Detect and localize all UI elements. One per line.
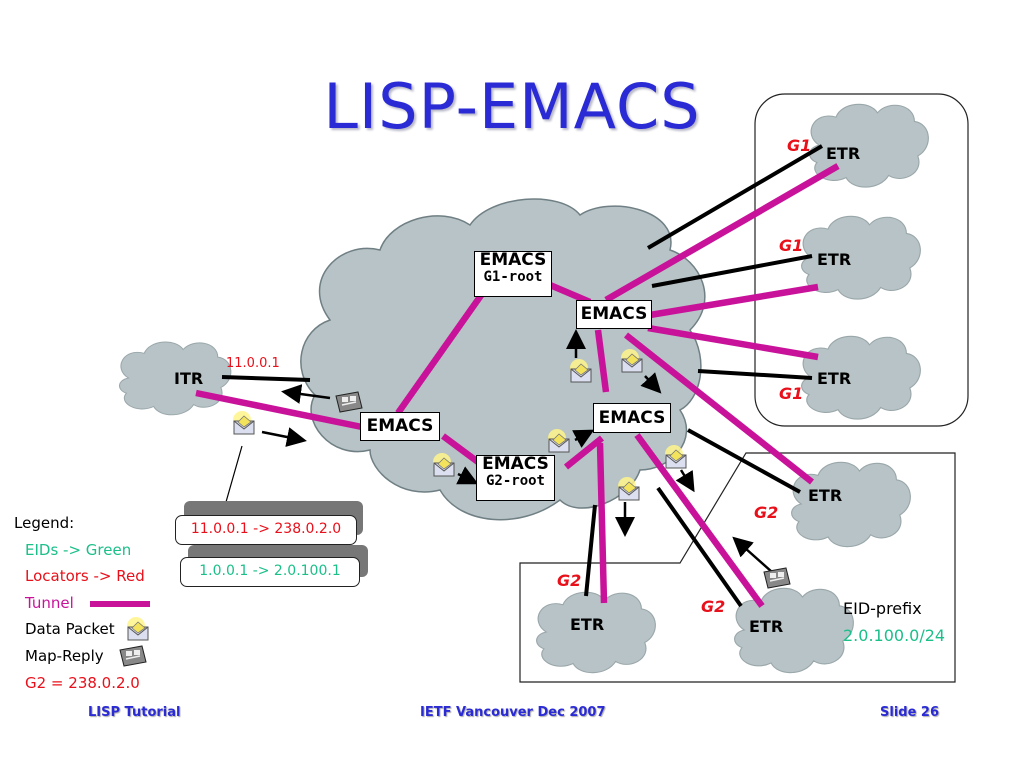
etr-g1-2-group: G1 <box>779 236 804 255</box>
tunnel-upper-etr-g1-3 <box>647 324 819 361</box>
legend-map-reply: Map-Reply <box>25 647 104 665</box>
itr-label: ITR <box>174 369 204 388</box>
legend-tunnel: Tunnel <box>25 594 74 612</box>
emacs-upper-right: EMACS <box>576 300 652 329</box>
link-itr-core <box>221 375 311 382</box>
newspaper-icon <box>335 391 363 413</box>
arrow-packet-from-itr <box>261 427 307 447</box>
arrow-packet-right <box>640 372 662 394</box>
tunnel-emacs-left-g2root <box>441 433 480 465</box>
link-core-etr-g1-1 <box>646 144 824 250</box>
emacs-left: EMACS <box>360 412 440 441</box>
tunnel-itr-emacs-left <box>195 389 363 431</box>
emacs-g1-root-sublabel: G1-root <box>483 268 543 285</box>
footer-center: IETF Vancouver Dec 2007 <box>420 705 606 720</box>
link-core-etr-g2-2 <box>584 504 597 597</box>
tunnels <box>195 163 840 608</box>
arrow-packet-down-right <box>675 469 695 493</box>
envelope-icon <box>232 410 255 435</box>
etr-g1-3-group: G1 <box>779 384 804 403</box>
tunnel-upper-etr-g2-1 <box>623 332 815 485</box>
emacs-g1-root-label: EMACS <box>479 250 547 270</box>
arrow-packet-to-center <box>572 429 595 448</box>
tunnel-upper-etr-g1-1 <box>604 163 840 303</box>
legend-title: Legend: <box>14 514 75 532</box>
packet-arrows <box>261 329 773 573</box>
emacs-g1-root: EMACS G1-root <box>474 251 552 297</box>
tunnel-center-etr-g2-3 <box>634 433 765 608</box>
tunnel-g1root-upper <box>548 282 592 305</box>
etr-g1-3-label: ETR <box>817 369 852 388</box>
g2-site-boundary <box>519 452 956 683</box>
etr-g2-1-label: ETR <box>808 486 843 505</box>
tunnel-upper-center <box>594 329 610 393</box>
emacs-center: EMACS <box>593 403 671 433</box>
etr-g2-2-group: G2 <box>557 571 582 590</box>
arrow-map-reply-from-etr <box>732 536 773 573</box>
legend-data-packet: Data Packet <box>25 620 115 638</box>
arrow-packet-to-g2root <box>456 466 479 485</box>
footer-right: Slide 26 <box>880 705 940 720</box>
newspaper-icon <box>119 645 147 667</box>
etr-g2-1-group: G2 <box>754 503 779 522</box>
emacs-g2-root-label: EMACS <box>482 454 549 474</box>
link-core-etr-g2-1 <box>687 428 801 494</box>
tunnel-g2root-center <box>563 435 605 470</box>
tunnel-emacs-left-g1root <box>395 292 485 415</box>
slide-title: LISP-EMACS <box>323 70 701 143</box>
etr-g1-1-group: G1 <box>787 136 812 155</box>
envelope-icon <box>126 616 149 641</box>
emacs-g2-root-sublabel: G2-root <box>485 472 545 489</box>
legend-eids: EIDs -> Green <box>25 541 132 559</box>
link-core-etr-g2-3 <box>656 486 743 608</box>
link-core-etr-g1-3 <box>697 369 813 380</box>
tunnel-upper-etr-g1-2 <box>649 283 819 319</box>
footer-left: LISP Tutorial <box>88 705 181 720</box>
etr-g2-2-label: ETR <box>570 615 605 634</box>
emacs-g2-root: EMACS G2-root <box>476 455 555 501</box>
eid-prefix-value: 2.0.100.0/24 <box>843 626 946 645</box>
etr-g1-2-label: ETR <box>817 250 852 269</box>
newspaper-icon <box>763 567 791 589</box>
eid-prefix-label: EID-prefix <box>843 599 922 618</box>
outer-header-box: 11.0.0.1 -> 238.0.2.0 <box>175 515 357 545</box>
tunnel-center-etr-g2-2 <box>596 442 608 604</box>
inner-header-box: 1.0.0.1 -> 2.0.100.1 <box>180 557 360 587</box>
etr-g2-3-group: G2 <box>701 597 726 616</box>
itr-locator: 11.0.0.1 <box>226 356 280 371</box>
etr-g1-1-label: ETR <box>826 144 861 163</box>
locator-links <box>221 144 824 608</box>
etr-g2-3-label: ETR <box>749 617 784 636</box>
link-core-etr-g1-2 <box>651 254 813 288</box>
legend-g2: G2 = 238.0.2.0 <box>25 674 140 692</box>
legend-locators: Locators -> Red <box>25 567 145 585</box>
envelope-icon <box>664 444 687 469</box>
g1-site-boundary <box>754 93 969 427</box>
arrow-map-reply-to-itr <box>281 384 331 404</box>
envelope-icon <box>617 476 640 501</box>
